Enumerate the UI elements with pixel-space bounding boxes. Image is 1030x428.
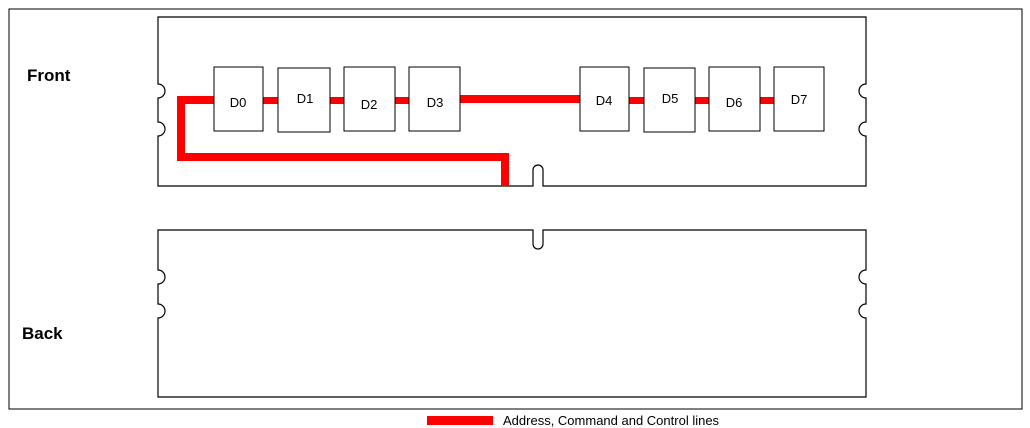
chip-d2-body: [343, 66, 396, 132]
front-module-outline: [157, 16, 867, 187]
trace-segment-d3-d4: [460, 95, 580, 103]
dram-chip-d4: D4: [579, 66, 630, 132]
dram-chip-d1: D1: [277, 67, 331, 133]
chip-d3-body: [408, 66, 461, 132]
chip-d1-body: [277, 67, 331, 133]
dram-chip-d0: D0: [213, 66, 264, 132]
dram-chip-d7: D7: [773, 66, 825, 132]
trace-segment-d0-d1: [263, 97, 278, 104]
legend: Address, Command and Control lines: [427, 413, 720, 428]
chip-d2-label: D2: [361, 97, 378, 112]
back-label: Back: [22, 324, 63, 343]
chip-d1-label: D1: [297, 91, 314, 106]
front-label: Front: [27, 66, 71, 85]
address-command-control-trace: [177, 95, 774, 186]
dram-chip-d2: D2: [343, 66, 396, 132]
chip-d0-body: [213, 66, 264, 132]
trace-lower-route: [177, 96, 509, 186]
chip-d5-body: [643, 67, 696, 133]
chip-d6-body: [708, 66, 761, 132]
dram-chip-d5: D5: [643, 67, 696, 133]
chip-d7-label: D7: [791, 92, 808, 107]
back-module-outline: [157, 229, 867, 398]
outer-frame: [8, 8, 1023, 410]
legend-swatch: [427, 416, 493, 425]
chip-d4-label: D4: [596, 93, 613, 108]
chip-d5-label: D5: [662, 91, 679, 106]
dram-chip-d6: D6: [708, 66, 761, 132]
trace-segment-d4-d5: [629, 97, 644, 104]
chip-d0-label: D0: [230, 95, 247, 110]
chip-d7-body: [773, 66, 825, 132]
trace-segment-d2-d3: [395, 97, 409, 104]
trace-segment-d6-d7: [760, 97, 774, 104]
chip-d3-label: D3: [427, 95, 444, 110]
trace-segment-d5-d6: [695, 97, 709, 104]
trace-segment-d1-d2: [330, 97, 344, 104]
dram-chip-d3: D3: [408, 66, 461, 132]
chip-d4-body: [579, 66, 630, 132]
chip-d6-label: D6: [726, 95, 743, 110]
legend-label: Address, Command and Control lines: [503, 413, 720, 428]
